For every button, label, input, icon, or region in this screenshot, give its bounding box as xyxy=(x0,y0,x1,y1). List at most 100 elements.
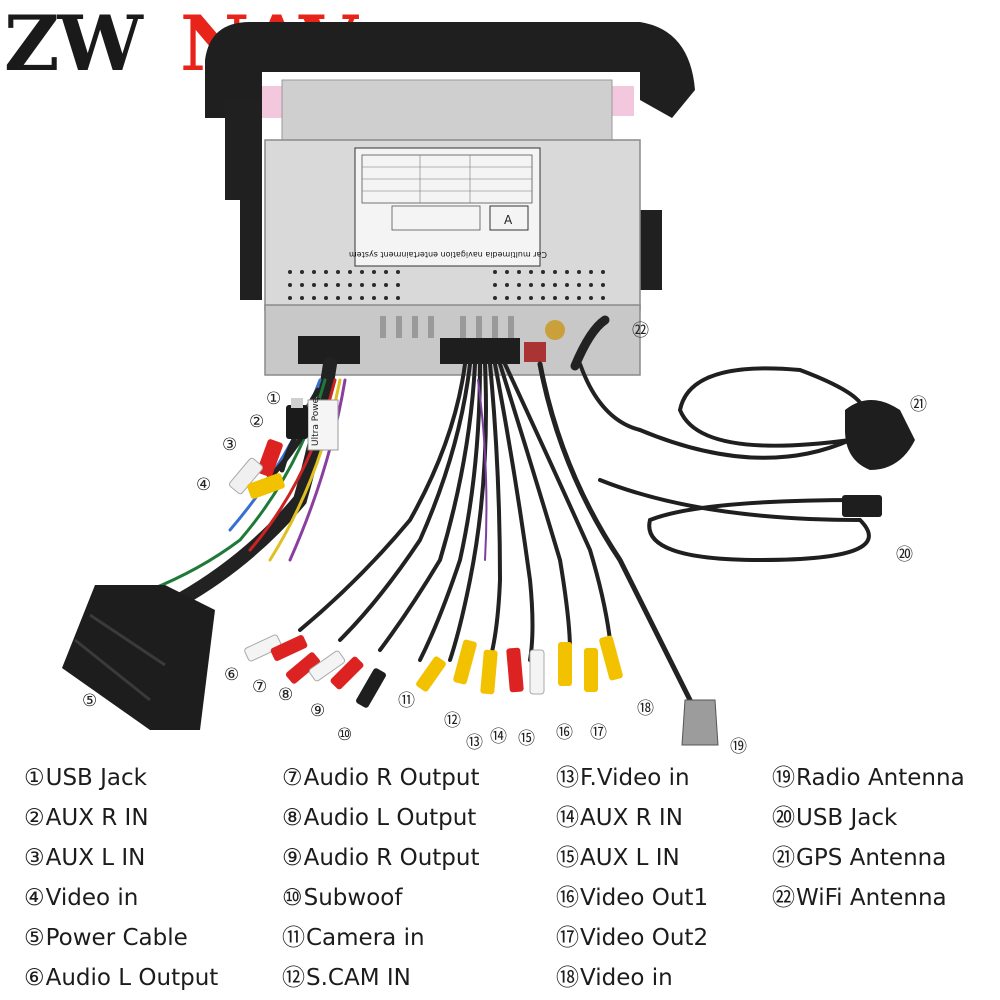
legend-number: ⑥ xyxy=(24,965,45,991)
power-harness xyxy=(62,585,215,730)
callout-21: ㉑ xyxy=(910,395,927,415)
legend-label: F.Video in xyxy=(580,765,690,791)
callout-16: ⑯ xyxy=(556,723,573,743)
callout-10: ⑩ xyxy=(337,725,352,745)
legend-number: ⑨ xyxy=(282,845,303,871)
callout-13: ⑬ xyxy=(466,733,483,753)
legend-item: ②AUX R IN xyxy=(24,798,218,838)
usb-jack-plug xyxy=(286,405,308,439)
legend-label: Video in xyxy=(45,885,139,911)
legend-item: ⑥Audio L Output xyxy=(24,958,218,998)
usb-jack-2 xyxy=(842,495,882,517)
vent-holes xyxy=(288,270,605,300)
legend-number: ⑳ xyxy=(772,805,795,831)
legend-label: AUX L IN xyxy=(45,845,146,871)
harness-tag xyxy=(307,399,339,451)
callout-03: ③ xyxy=(222,435,237,455)
callout-07: ⑦ xyxy=(252,677,267,697)
system-name-label: Car multimedia navigation entertainment … xyxy=(349,250,547,259)
legend-label: Audio L Output xyxy=(45,965,219,991)
spec-sticker xyxy=(354,147,541,267)
legend-number: ② xyxy=(24,805,45,831)
legend-label: GPS Antenna xyxy=(796,845,947,871)
legend-item: ⑮AUX L IN xyxy=(556,838,708,878)
dash-frame xyxy=(205,22,695,300)
antenna-socket xyxy=(545,320,565,340)
legend-item: ⑪Camera in xyxy=(282,918,480,958)
legend-number: ⑮ xyxy=(556,845,579,871)
legend-item: ⑭AUX R IN xyxy=(556,798,708,838)
callout-04: ④ xyxy=(196,475,211,495)
legend-number: ④ xyxy=(24,885,45,911)
legend-label: USB Jack xyxy=(796,805,898,831)
callout-11: ⑪ xyxy=(398,691,415,711)
radio-antenna-plug xyxy=(681,699,719,746)
legend-item: ③AUX L IN xyxy=(24,838,218,878)
legend-number: ⑱ xyxy=(556,965,579,991)
callout-06: ⑥ xyxy=(224,665,239,685)
legend-item: ⑳USB Jack xyxy=(772,798,965,838)
legend-item: ①USB Jack xyxy=(24,758,218,798)
product-diagram: A Car multimedia navigation entertainmen… xyxy=(62,22,927,757)
legend-item: ⑱Video in xyxy=(556,958,708,998)
legend-number: ⑲ xyxy=(772,765,795,791)
legend-label: Video Out2 xyxy=(580,925,709,951)
callout-08: ⑧ xyxy=(278,685,293,705)
legend-number: ⑧ xyxy=(282,805,303,831)
legend-number: ⑫ xyxy=(282,965,305,991)
usb-socket xyxy=(524,342,546,362)
legend-number: ㉒ xyxy=(772,885,795,911)
legend-label: AUX R IN xyxy=(580,805,683,831)
legend-item: ⑬F.Video in xyxy=(556,758,708,798)
legend-item: ⑨Audio R Output xyxy=(282,838,480,878)
legend-number: ㉑ xyxy=(772,845,795,871)
brand-logo-part1: ZW xyxy=(4,0,144,80)
rca-plugs xyxy=(229,439,623,708)
legend-label: AUX R IN xyxy=(45,805,149,831)
callout-20: ⑳ xyxy=(896,545,913,565)
legend-item: ⑩Subwoof xyxy=(282,878,480,918)
legend-item: ⑯Video Out1 xyxy=(556,878,708,918)
callout-12: ⑫ xyxy=(444,711,461,731)
legend-number: ⑤ xyxy=(24,925,45,951)
callout-22: ㉒ xyxy=(632,321,649,341)
callout-19: ⑲ xyxy=(730,737,747,757)
legend-item: ⑰Video Out2 xyxy=(556,918,708,958)
legend-item: ㉑GPS Antenna xyxy=(772,838,965,878)
legend-item: ⑤Power Cable xyxy=(24,918,218,958)
legend-number: ⑬ xyxy=(556,765,579,791)
legend-label: Audio R Output xyxy=(303,765,480,791)
legend-number: ⑦ xyxy=(282,765,303,791)
callout-14: ⑭ xyxy=(490,727,507,747)
callout-05: ⑤ xyxy=(82,691,97,711)
callout-18: ⑱ xyxy=(637,699,654,719)
legend-label: Power Cable xyxy=(45,925,188,951)
legend-number: ① xyxy=(24,765,45,791)
callout-02: ② xyxy=(249,412,264,432)
harness-tag-label: Ultra Power xyxy=(311,394,321,446)
legend-number: ⑭ xyxy=(556,805,579,831)
callout-15: ⑮ xyxy=(518,729,535,749)
legend-label: Video Out1 xyxy=(580,885,709,911)
legend-label: Audio R Output xyxy=(303,845,480,871)
legend-item: ④Video in xyxy=(24,878,218,918)
legend-label: Camera in xyxy=(306,925,425,951)
legend-label: Audio L Output xyxy=(303,805,477,831)
legend-label: AUX L IN xyxy=(580,845,680,871)
legend-label: S.CAM IN xyxy=(306,965,411,991)
legend-item: ⑧Audio L Output xyxy=(282,798,480,838)
legend-item: ⑦Audio R Output xyxy=(282,758,480,798)
legend-label: USB Jack xyxy=(45,765,147,791)
callout-17: ⑰ xyxy=(590,723,607,743)
legend-number: ⑰ xyxy=(556,925,579,951)
legend-label: Video in xyxy=(580,965,673,991)
legend-label: Radio Antenna xyxy=(796,765,965,791)
callout-01: ① xyxy=(266,389,281,409)
legend-item: ⑲Radio Antenna xyxy=(772,758,965,798)
legend-label: WiFi Antenna xyxy=(796,885,947,911)
callout-09: ⑨ xyxy=(310,701,325,721)
legend-item: ㉒WiFi Antenna xyxy=(772,878,965,918)
